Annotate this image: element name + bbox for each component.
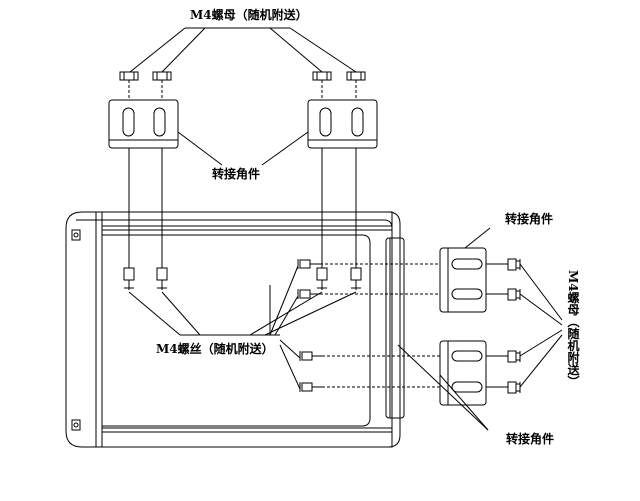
top-nut-3 (313, 72, 331, 100)
label-m4-nut-right: M4螺母（随机附送） (566, 270, 580, 388)
leader-lines-right-adapter-top (465, 228, 490, 248)
top-nut-2 (153, 72, 171, 100)
label-m4-screw: M4螺丝（随机附送） (156, 342, 274, 356)
adapter-bracket-top-left (109, 100, 178, 148)
label-adapter-bottom: 转接角件 (506, 432, 555, 446)
top-nut-4 (347, 72, 365, 100)
right-nut-1 (508, 259, 520, 270)
screw-inner-4 (351, 268, 361, 290)
right-nut-2 (508, 289, 520, 300)
screw-horizontal-3 (300, 351, 440, 361)
screw-inner-1 (124, 268, 134, 290)
label-adapter-top: 转接角件 (212, 167, 261, 181)
leader-lines-bottom-adapter (398, 345, 488, 430)
adapter-bracket-right-bottom (440, 341, 486, 405)
main-frame (66, 212, 400, 447)
right-rail (386, 238, 404, 418)
leader-lines-top-adapter (178, 132, 308, 165)
screw-horizontal-1 (298, 259, 440, 269)
leader-lines-right-nut (520, 264, 562, 387)
right-nut-4 (508, 382, 520, 393)
screw-horizontal-4 (300, 382, 440, 392)
screw-inner-3 (317, 268, 327, 290)
right-assembly-lines (486, 264, 508, 387)
leader-lines-screw (129, 266, 356, 389)
screw-inner-2 (157, 268, 167, 290)
label-m4-nut-top: M4螺母（随机附送） (190, 8, 308, 22)
adapter-bracket-top-right (308, 100, 377, 148)
adapter-bracket-right-top (440, 248, 486, 312)
top-nut-1 (120, 72, 138, 100)
right-nut-3 (508, 351, 520, 362)
label-adapter-right-top: 转接角件 (505, 212, 554, 226)
leader-lines-top-nut (130, 28, 356, 72)
assembly-lines-vertical (129, 148, 356, 268)
